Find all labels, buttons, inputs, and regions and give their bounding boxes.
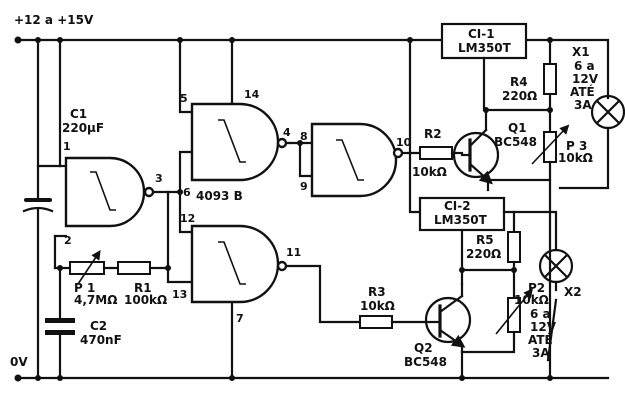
pin-6: 6	[183, 186, 191, 199]
lamp-x2	[512, 210, 574, 362]
p1-value: 4,7MΩ	[74, 293, 117, 307]
pin-14: 14	[244, 88, 260, 101]
ci2-name: CI-2	[444, 199, 471, 213]
c1-value: 220µF	[62, 121, 104, 135]
r3-value: 10kΩ	[360, 299, 395, 313]
p2-value: 10kΩ	[514, 293, 549, 307]
pin-3: 3	[155, 172, 163, 185]
r4-name: R4	[510, 75, 528, 89]
x2-volt-a: 6 a	[530, 307, 551, 321]
capacitor-c1	[22, 38, 62, 380]
ic-part-label: 4093 B	[196, 189, 243, 203]
r4-value: 220Ω	[502, 89, 537, 103]
resistor-r5	[459, 231, 521, 300]
x1-amp: 3A	[574, 98, 592, 112]
ci2-part: LM350T	[434, 213, 488, 227]
r2-value-visible: 10kΩ	[412, 165, 447, 179]
x1-ate: ATÉ	[570, 84, 595, 99]
x2-amp: 3A	[532, 346, 550, 360]
ci1-part: LM350T	[458, 41, 512, 55]
p1-name: P 1	[74, 281, 95, 295]
r5-value: 220Ω	[466, 247, 501, 261]
capacitor-c2	[45, 266, 75, 380]
x2-volt-b: 12V	[530, 320, 557, 334]
regulator-ci1	[440, 22, 552, 113]
r2-name: R2	[424, 127, 442, 141]
regulator-ci2	[408, 38, 516, 286]
pin-8: 8	[300, 130, 308, 143]
q1-part: BC548	[494, 135, 537, 149]
resistor-r4	[543, 38, 557, 134]
x1-volt-b: 12V	[572, 72, 599, 86]
supply-label: +12 a +15V	[14, 13, 94, 27]
p3-value: 10kΩ	[558, 151, 593, 165]
potentiometer-p2	[460, 288, 534, 354]
ci1-name: CI-1	[468, 27, 495, 41]
ground-label: 0V	[10, 355, 28, 369]
nand-gate-3	[288, 122, 422, 198]
r1-name: R1	[134, 281, 152, 295]
x1-name: X1	[572, 45, 590, 59]
pin-2: 2	[64, 234, 72, 247]
c1-name: C1	[70, 107, 87, 121]
q2-part: BC548	[404, 355, 447, 369]
x2-name: X2	[564, 285, 582, 299]
transistor-q1	[452, 108, 500, 192]
pin-4: 4	[283, 126, 291, 139]
pin-1: 1	[63, 140, 71, 153]
resistor-r1	[117, 261, 171, 275]
pin-12: 12	[180, 212, 195, 225]
pin-13: 13	[172, 288, 187, 301]
pin-5: 5	[180, 92, 188, 105]
resistor-r3	[359, 315, 428, 329]
p2-name: P2	[528, 281, 545, 295]
pin-7: 7	[236, 312, 244, 325]
r3-name: R3	[368, 285, 386, 299]
lamp-x1	[558, 94, 625, 190]
r5-name: R5	[476, 233, 494, 247]
x2-ate: ATÉ	[528, 332, 553, 347]
potentiometer-p1	[53, 250, 120, 285]
c2-name: C2	[90, 319, 107, 333]
c2-value: 470nF	[80, 333, 122, 347]
nand-gate-2	[166, 38, 292, 195]
pin-9: 9	[300, 180, 308, 193]
ground-rail	[14, 374, 610, 382]
pin-10: 10	[396, 136, 412, 149]
x1-volt-a: 6 a	[574, 59, 595, 73]
pin-11: 11	[286, 246, 301, 259]
p3-name: P 3	[566, 139, 587, 153]
nand-gate-1	[53, 38, 170, 270]
r1-value: 100kΩ	[124, 293, 167, 307]
nand-gate-4	[166, 190, 362, 380]
transistor-q2	[424, 282, 472, 380]
q1-name: Q1	[508, 121, 527, 135]
q2-name: Q2	[414, 341, 433, 355]
